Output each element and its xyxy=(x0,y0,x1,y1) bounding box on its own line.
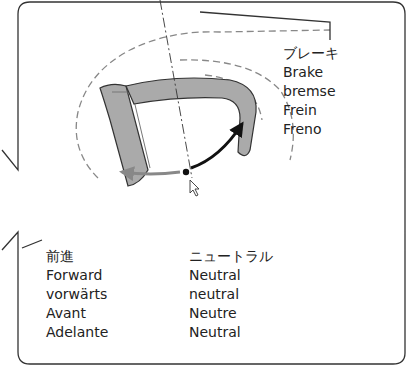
direction-label: ニュートラル Neutral neutral Neutre Neutral xyxy=(189,247,273,342)
pedal xyxy=(126,78,256,156)
housing-outline xyxy=(200,12,330,40)
center-line xyxy=(160,0,192,178)
pedal xyxy=(112,92,150,168)
housing-outline xyxy=(180,60,293,160)
direction-label: ブレーキ Brake bremse Frein Freno xyxy=(283,44,339,139)
leader-line xyxy=(22,240,42,248)
brake-arrow xyxy=(191,124,242,168)
pivot-dot xyxy=(183,169,189,175)
callout-panel xyxy=(2,2,405,364)
forward-arrow xyxy=(122,172,180,174)
cursor-icon xyxy=(190,180,199,196)
direction-label: 前進 Forward vorwärts Avant Adelante xyxy=(46,247,108,342)
